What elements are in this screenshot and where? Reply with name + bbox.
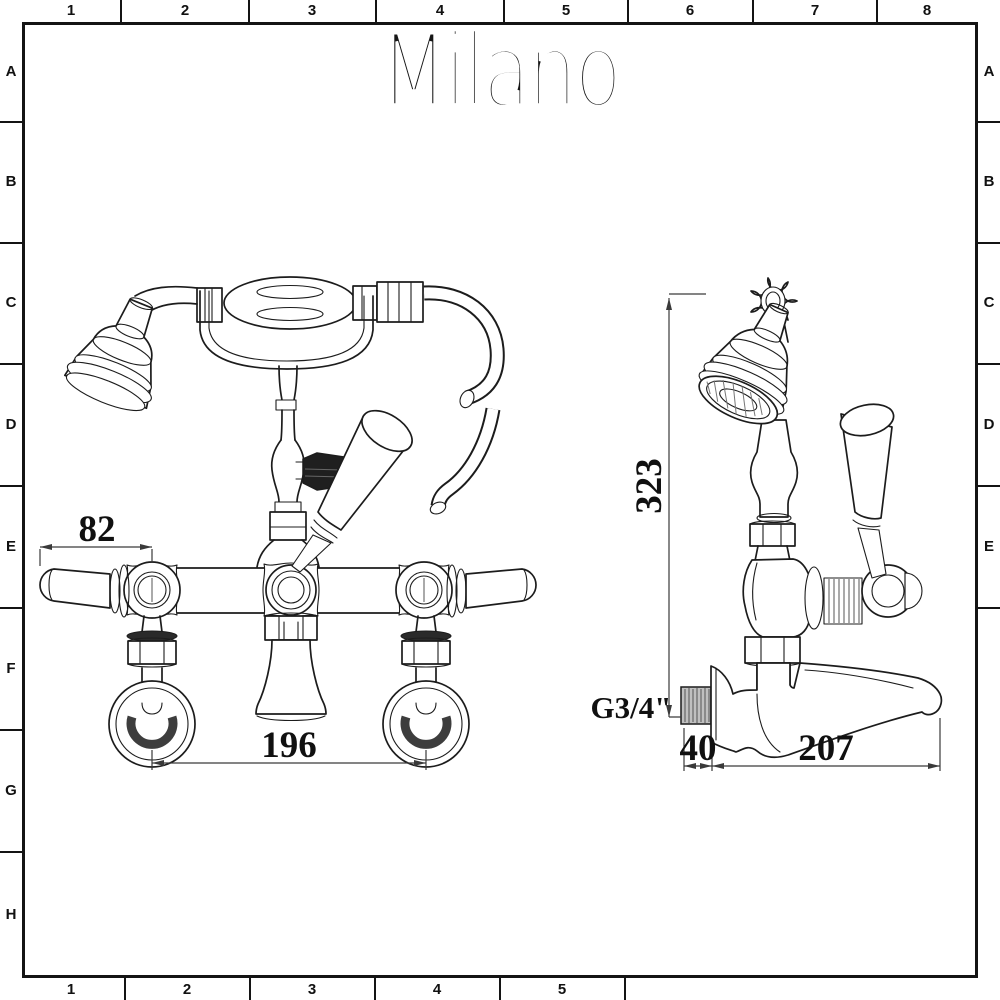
grid-col-label: 4 xyxy=(435,2,445,19)
grid-col-label: 5 xyxy=(561,2,571,19)
grid-tick xyxy=(752,0,754,22)
grid-row-label: E xyxy=(983,538,994,555)
grid-col-label: 2 xyxy=(180,2,190,19)
left-valve-handle xyxy=(39,564,130,618)
wall-union xyxy=(108,615,196,768)
grid-tick xyxy=(248,0,250,22)
grid-tick xyxy=(503,0,505,22)
dimension-323: 323 xyxy=(629,293,706,718)
grid-row-label: D xyxy=(5,416,17,433)
grid-col-label: 3 xyxy=(307,981,317,998)
grid-row-label: A xyxy=(5,63,17,80)
grid-tick xyxy=(374,978,376,1000)
grid-tick xyxy=(876,0,878,22)
technical-drawing: 82 196 xyxy=(39,276,943,978)
grid-tick xyxy=(0,851,22,853)
dim-40-label: 40 xyxy=(680,728,717,769)
grid-tick xyxy=(978,607,1000,609)
grid-tick xyxy=(0,729,22,731)
brand-logo: Milano xyxy=(379,14,623,129)
grid-row-label: A xyxy=(983,63,995,80)
diverter-lever xyxy=(291,409,413,573)
grid-tick xyxy=(0,363,22,365)
grid-tick xyxy=(249,978,251,1000)
dimension-196: 196 xyxy=(151,725,427,770)
hand-shower-head-side xyxy=(698,302,789,425)
right-valve-handle xyxy=(446,564,537,618)
grid-row-label: F xyxy=(6,660,16,677)
shower-hose xyxy=(423,285,505,515)
grid-col-label: 1 xyxy=(66,2,76,19)
grid-tick xyxy=(120,0,122,22)
handset-cradle xyxy=(196,276,424,370)
dimension-40-207: 40 207 xyxy=(680,718,941,771)
grid-row-label: C xyxy=(5,294,17,311)
grid-col-label: 8 xyxy=(922,2,932,19)
front-view-drawing: 82 196 xyxy=(39,276,537,770)
grid-row-label: E xyxy=(5,538,16,555)
grid-col-label: 4 xyxy=(432,981,442,998)
dim-196-label: 196 xyxy=(261,725,317,766)
grid-col-label: 1 xyxy=(66,981,76,998)
grid-tick xyxy=(0,607,22,609)
valve-lever-side xyxy=(839,403,895,579)
grid-tick xyxy=(978,485,1000,487)
grid-row-label: G xyxy=(5,782,17,799)
dim-207-label: 207 xyxy=(798,728,854,769)
thread-size-label: G3/4" xyxy=(591,690,672,725)
grid-tick xyxy=(0,485,22,487)
grid-row-label: C xyxy=(983,294,995,311)
grid-tick xyxy=(978,121,1000,123)
grid-col-label: 3 xyxy=(307,2,317,19)
dim-323-label: 323 xyxy=(629,458,670,514)
handset-handle-side xyxy=(749,419,799,524)
grid-row-label: B xyxy=(983,173,995,190)
grid-tick xyxy=(0,242,22,244)
grid-tick xyxy=(627,0,629,22)
bath-spout-front xyxy=(255,612,327,721)
grid-tick xyxy=(499,978,501,1000)
grid-tick xyxy=(124,978,126,1000)
centre-column xyxy=(256,365,320,568)
grid-tick xyxy=(978,363,1000,365)
wall-union-right xyxy=(383,616,469,767)
wall-flange-and-spout xyxy=(680,662,943,759)
dimension-82: 82 xyxy=(39,509,153,566)
grid-row-label: D xyxy=(983,416,995,433)
grid-tick xyxy=(0,121,22,123)
grid-tick xyxy=(375,0,377,22)
grid-tick xyxy=(624,978,626,1000)
side-view-drawing: 323 G3/4" 40 207 xyxy=(591,277,943,771)
grid-row-label: B xyxy=(5,173,17,190)
mixer-body-side xyxy=(742,558,923,638)
grid-col-label: 2 xyxy=(182,981,192,998)
side-hex-collar xyxy=(749,520,796,562)
mixer-body-front xyxy=(123,561,453,619)
grid-tick xyxy=(978,242,1000,244)
dim-82-label: 82 xyxy=(79,509,116,550)
grid-col-label: 7 xyxy=(810,2,820,19)
grid-col-label: 6 xyxy=(685,2,695,19)
hand-shower-head-front xyxy=(63,285,198,412)
sheet-border-frame xyxy=(22,22,978,978)
grid-col-label: 5 xyxy=(557,981,567,998)
grid-row-label: H xyxy=(5,906,17,923)
